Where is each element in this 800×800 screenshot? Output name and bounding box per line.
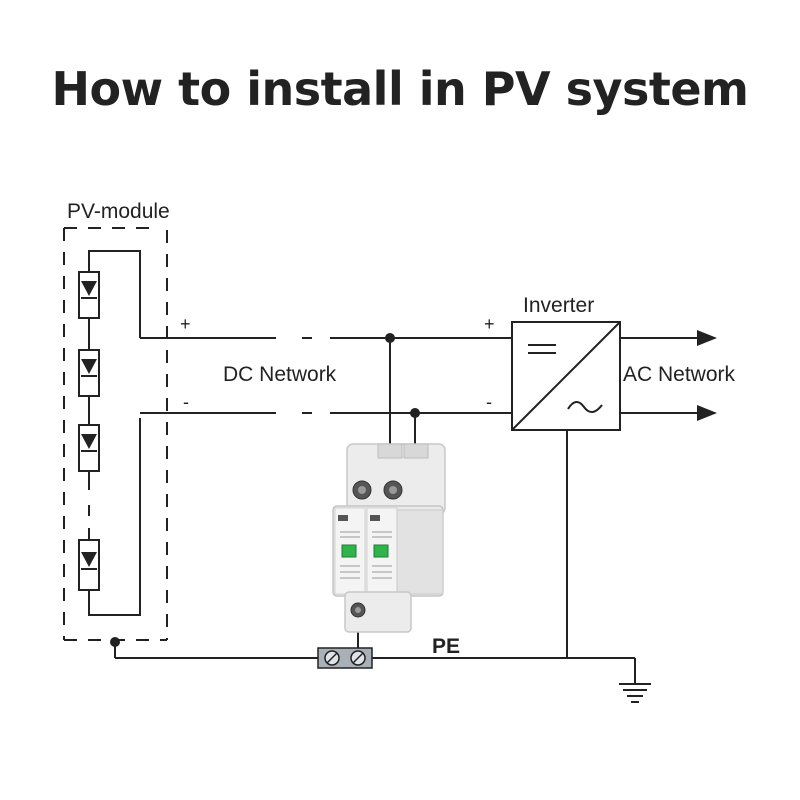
pv-cell-2: [78, 349, 100, 397]
plus-terminal-label-pv: +: [180, 314, 191, 334]
minus-terminal-label-pv: -: [183, 392, 189, 412]
pv-string-wires: [88, 250, 141, 616]
pv-cell-4: [78, 539, 100, 591]
pe-label: PE: [432, 635, 460, 658]
page-title: How to install in PV system: [51, 62, 749, 116]
surge-protector-device: [332, 443, 446, 633]
plus-terminal-label-inverter: +: [484, 314, 495, 334]
minus-terminal-label-inverter: -: [486, 392, 492, 412]
diode-icon: [81, 281, 97, 299]
diode-icon: [81, 359, 97, 377]
diode-icon: [81, 434, 97, 452]
junction-dot-pe: [110, 637, 120, 647]
pv-cell-1: [78, 271, 100, 319]
pv-cell-3: [78, 424, 100, 472]
dc-network-label: DC Network: [223, 363, 337, 386]
inverter-icon: [511, 321, 621, 431]
inverter-label: Inverter: [523, 294, 594, 317]
ac-network-label: AC Network: [623, 363, 736, 386]
terminal-block: [317, 647, 373, 669]
diode-icon: [81, 552, 97, 570]
ground-icon: [619, 683, 651, 703]
pv-module-label: PV-module: [67, 200, 170, 223]
